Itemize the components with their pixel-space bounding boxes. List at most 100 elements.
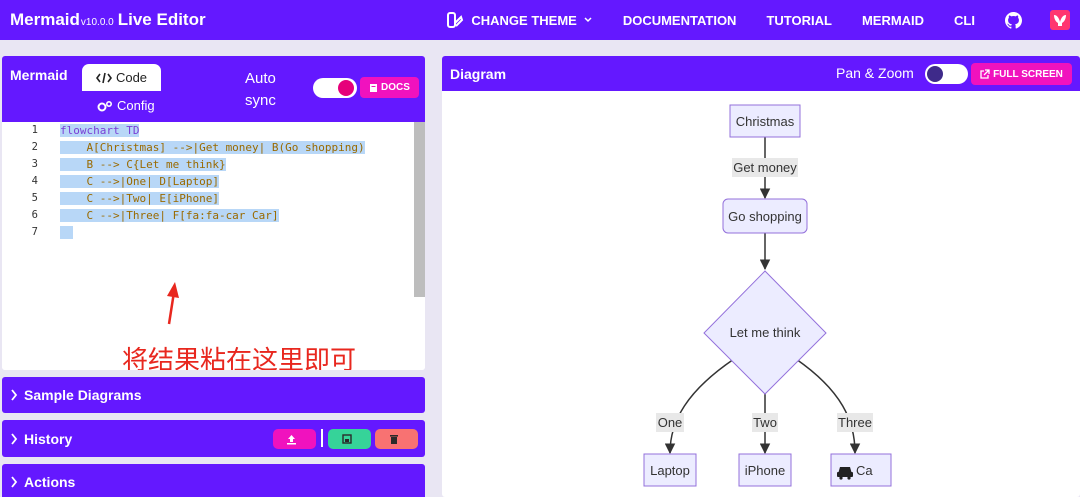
node-let-me-think-label: Let me think <box>730 325 801 340</box>
editor-header: Mermaid Code Config Auto sync DOCS <box>2 56 425 122</box>
cli-link[interactable]: CLI <box>954 12 975 28</box>
tab-config[interactable]: Config <box>97 98 155 113</box>
toggle-knob <box>338 80 354 96</box>
chevron-right-icon <box>11 389 18 401</box>
node-christmas-label: Christmas <box>736 114 795 129</box>
code-line: A[Christmas] -->|Get money| B(Go shoppin… <box>60 141 365 154</box>
actions-accordion[interactable]: Actions <box>2 464 425 497</box>
edge-label-bg <box>837 413 873 432</box>
upload-history-button[interactable] <box>273 429 316 449</box>
node-car[interactable]: Ca <box>830 453 892 487</box>
history-label: History <box>24 430 73 447</box>
toggle-knob <box>927 66 943 82</box>
tab-config-label: Config <box>117 98 155 113</box>
tutorial-link[interactable]: TUTORIAL <box>766 12 832 28</box>
diagram-card: Diagram Pan & Zoom FULL SCREEN Get money… <box>442 56 1080 497</box>
code-editor[interactable]: 1 2 3 4 5 6 7 flowchart TD A[Christmas] … <box>2 122 425 370</box>
delete-history-button[interactable] <box>375 429 418 449</box>
code-line: B --> C{Let me think} <box>60 158 226 171</box>
documentation-link[interactable]: DOCUMENTATION <box>622 12 737 28</box>
save-history-button[interactable] <box>328 429 371 449</box>
autosync-label: Auto sync <box>245 70 276 109</box>
chevron-right-icon <box>11 476 18 488</box>
gears-icon <box>97 100 113 111</box>
code-line: flowchart TD <box>60 124 140 137</box>
code-line: C -->|One| D[Laptop] <box>60 175 219 188</box>
edge-label-bg <box>656 413 684 432</box>
top-nav: Mermaid v10.0.0 Live Editor CHANGE THEME… <box>0 0 1080 40</box>
mermaid-link[interactable]: MERMAID <box>861 12 925 28</box>
github-icon <box>1005 11 1022 29</box>
editor-card: Mermaid Code Config Auto sync DOCS 1 2 3… <box>2 56 425 370</box>
tab-code[interactable]: Code <box>82 64 161 91</box>
line-number: 2 <box>31 141 38 153</box>
node-car-label: Ca <box>856 463 873 478</box>
editor-scrollbar[interactable] <box>414 122 425 297</box>
node-let-me-think[interactable]: Let me think <box>703 270 827 395</box>
code-icon <box>95 72 112 83</box>
edge-label-bg <box>732 158 798 177</box>
line-number: 7 <box>31 226 38 238</box>
edge-label-ab: Get money <box>733 160 797 175</box>
red-arrow-icon <box>167 282 179 325</box>
line-number: 3 <box>31 158 38 170</box>
chevron-down-icon <box>584 17 592 23</box>
divider <box>321 429 323 447</box>
upload-icon <box>287 434 296 444</box>
node-go-shopping[interactable]: Go shopping <box>722 198 808 234</box>
change-theme-link[interactable]: CHANGE THEME <box>446 11 592 29</box>
sample-diagrams-accordion[interactable]: Sample Diagrams <box>2 377 425 413</box>
brand[interactable]: Mermaid v10.0.0 Live Editor <box>10 10 206 30</box>
tab-code-label: Code <box>115 70 148 85</box>
line-number: 4 <box>31 175 38 187</box>
autosync-toggle[interactable] <box>313 78 357 98</box>
line-number: 6 <box>31 209 38 221</box>
annotation-text: 将结果粘在这里即可 <box>122 346 357 370</box>
fullscreen-label: FULL SCREEN <box>993 68 1063 80</box>
car-icon <box>837 467 853 480</box>
code-line: C -->|Two| E[iPhone] <box>60 192 219 205</box>
fullscreen-button[interactable]: FULL SCREEN <box>971 63 1072 85</box>
diagram-title: Diagram <box>450 66 507 82</box>
brand-subtitle: Live Editor <box>117 10 206 29</box>
edge-label-cd: One <box>658 415 683 430</box>
nav-links: CHANGE THEME DOCUMENTATION TUTORIAL MERM… <box>416 0 1070 40</box>
node-laptop-label: Laptop <box>650 463 690 478</box>
palette-icon <box>447 12 464 28</box>
edge-label-bg <box>752 413 778 432</box>
node-laptop[interactable]: Laptop <box>643 453 697 487</box>
panzoom-label: Pan & Zoom <box>836 65 914 81</box>
brand-version: v10.0.0 <box>80 17 114 28</box>
mermaid-logo-link[interactable] <box>1050 10 1070 30</box>
mermaid-logo-icon <box>1054 15 1066 26</box>
edge-c-d <box>664 358 735 455</box>
node-iphone-label: iPhone <box>745 463 785 478</box>
edge-label-cf: Three <box>838 415 872 430</box>
external-link-icon <box>980 69 990 79</box>
diagram-header: Diagram Pan & Zoom FULL SCREEN <box>442 56 1080 91</box>
code-line <box>60 224 365 241</box>
docs-label: DOCS <box>381 82 410 93</box>
github-link[interactable] <box>1005 11 1022 29</box>
line-number: 5 <box>31 192 38 204</box>
panzoom-toggle[interactable] <box>925 64 968 84</box>
change-theme-label: CHANGE THEME <box>471 12 577 28</box>
code-lines: flowchart TD A[Christmas] -->|Get money|… <box>60 122 365 241</box>
book-icon <box>370 83 378 92</box>
edge-label-ce: Two <box>753 415 777 430</box>
history-accordion[interactable]: History <box>2 420 425 457</box>
chevron-right-icon <box>11 432 18 445</box>
trash-icon <box>389 434 398 444</box>
line-number: 1 <box>31 124 38 136</box>
edge-c-f <box>795 358 861 455</box>
node-christmas[interactable]: Christmas <box>729 104 801 138</box>
flowchart-canvas[interactable]: Get money One Two Three Christmas Go sho… <box>442 91 1080 497</box>
code-line: C -->|Three| F[fa:fa-car Car] <box>60 209 279 222</box>
sample-diagrams-label: Sample Diagrams <box>24 387 142 403</box>
node-iphone[interactable]: iPhone <box>738 453 792 487</box>
editor-title: Mermaid <box>10 67 68 83</box>
line-gutter: 1 2 3 4 5 6 7 <box>2 122 46 241</box>
node-go-shopping-label: Go shopping <box>728 209 802 224</box>
docs-button[interactable]: DOCS <box>360 77 419 98</box>
save-icon <box>341 434 352 444</box>
